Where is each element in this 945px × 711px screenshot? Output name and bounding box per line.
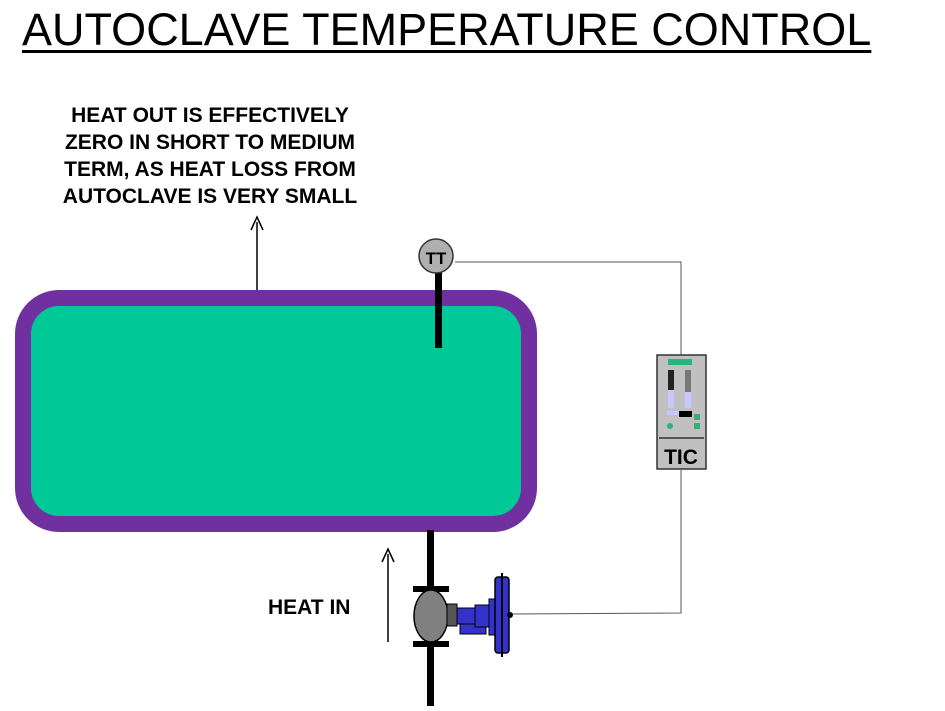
temperature-controller: TIC (656, 354, 707, 470)
controller-tag: TIC (664, 446, 698, 469)
controller-display (668, 359, 692, 365)
heat-out-note-line: TERM, AS HEAT LOSS FROM (64, 158, 356, 181)
transmitter-tag: TT (426, 249, 447, 268)
signal-line (511, 470, 682, 615)
heat-out-note: HEAT OUT IS EFFECTIVELY ZERO IN SHORT TO… (40, 102, 380, 210)
heat-out-arrow (250, 215, 264, 290)
heat-out-note-line: AUTOCLAVE IS VERY SMALL (62, 185, 358, 208)
autoclave-vessel (15, 290, 537, 532)
heat-in-label: HEAT IN (268, 596, 351, 619)
heat-out-note-line: ZERO IN SHORT TO MEDIUM (64, 131, 356, 154)
control-valve (413, 573, 513, 657)
temperature-transmitter: TT (418, 238, 454, 274)
page-title: AUTOCLAVE TEMPERATURE CONTROL (22, 4, 872, 55)
heat-out-note-line: HEAT OUT IS EFFECTIVELY (71, 104, 349, 127)
signal-line (455, 261, 682, 356)
temperature-probe (435, 270, 442, 348)
heat-in-arrow (381, 547, 395, 642)
